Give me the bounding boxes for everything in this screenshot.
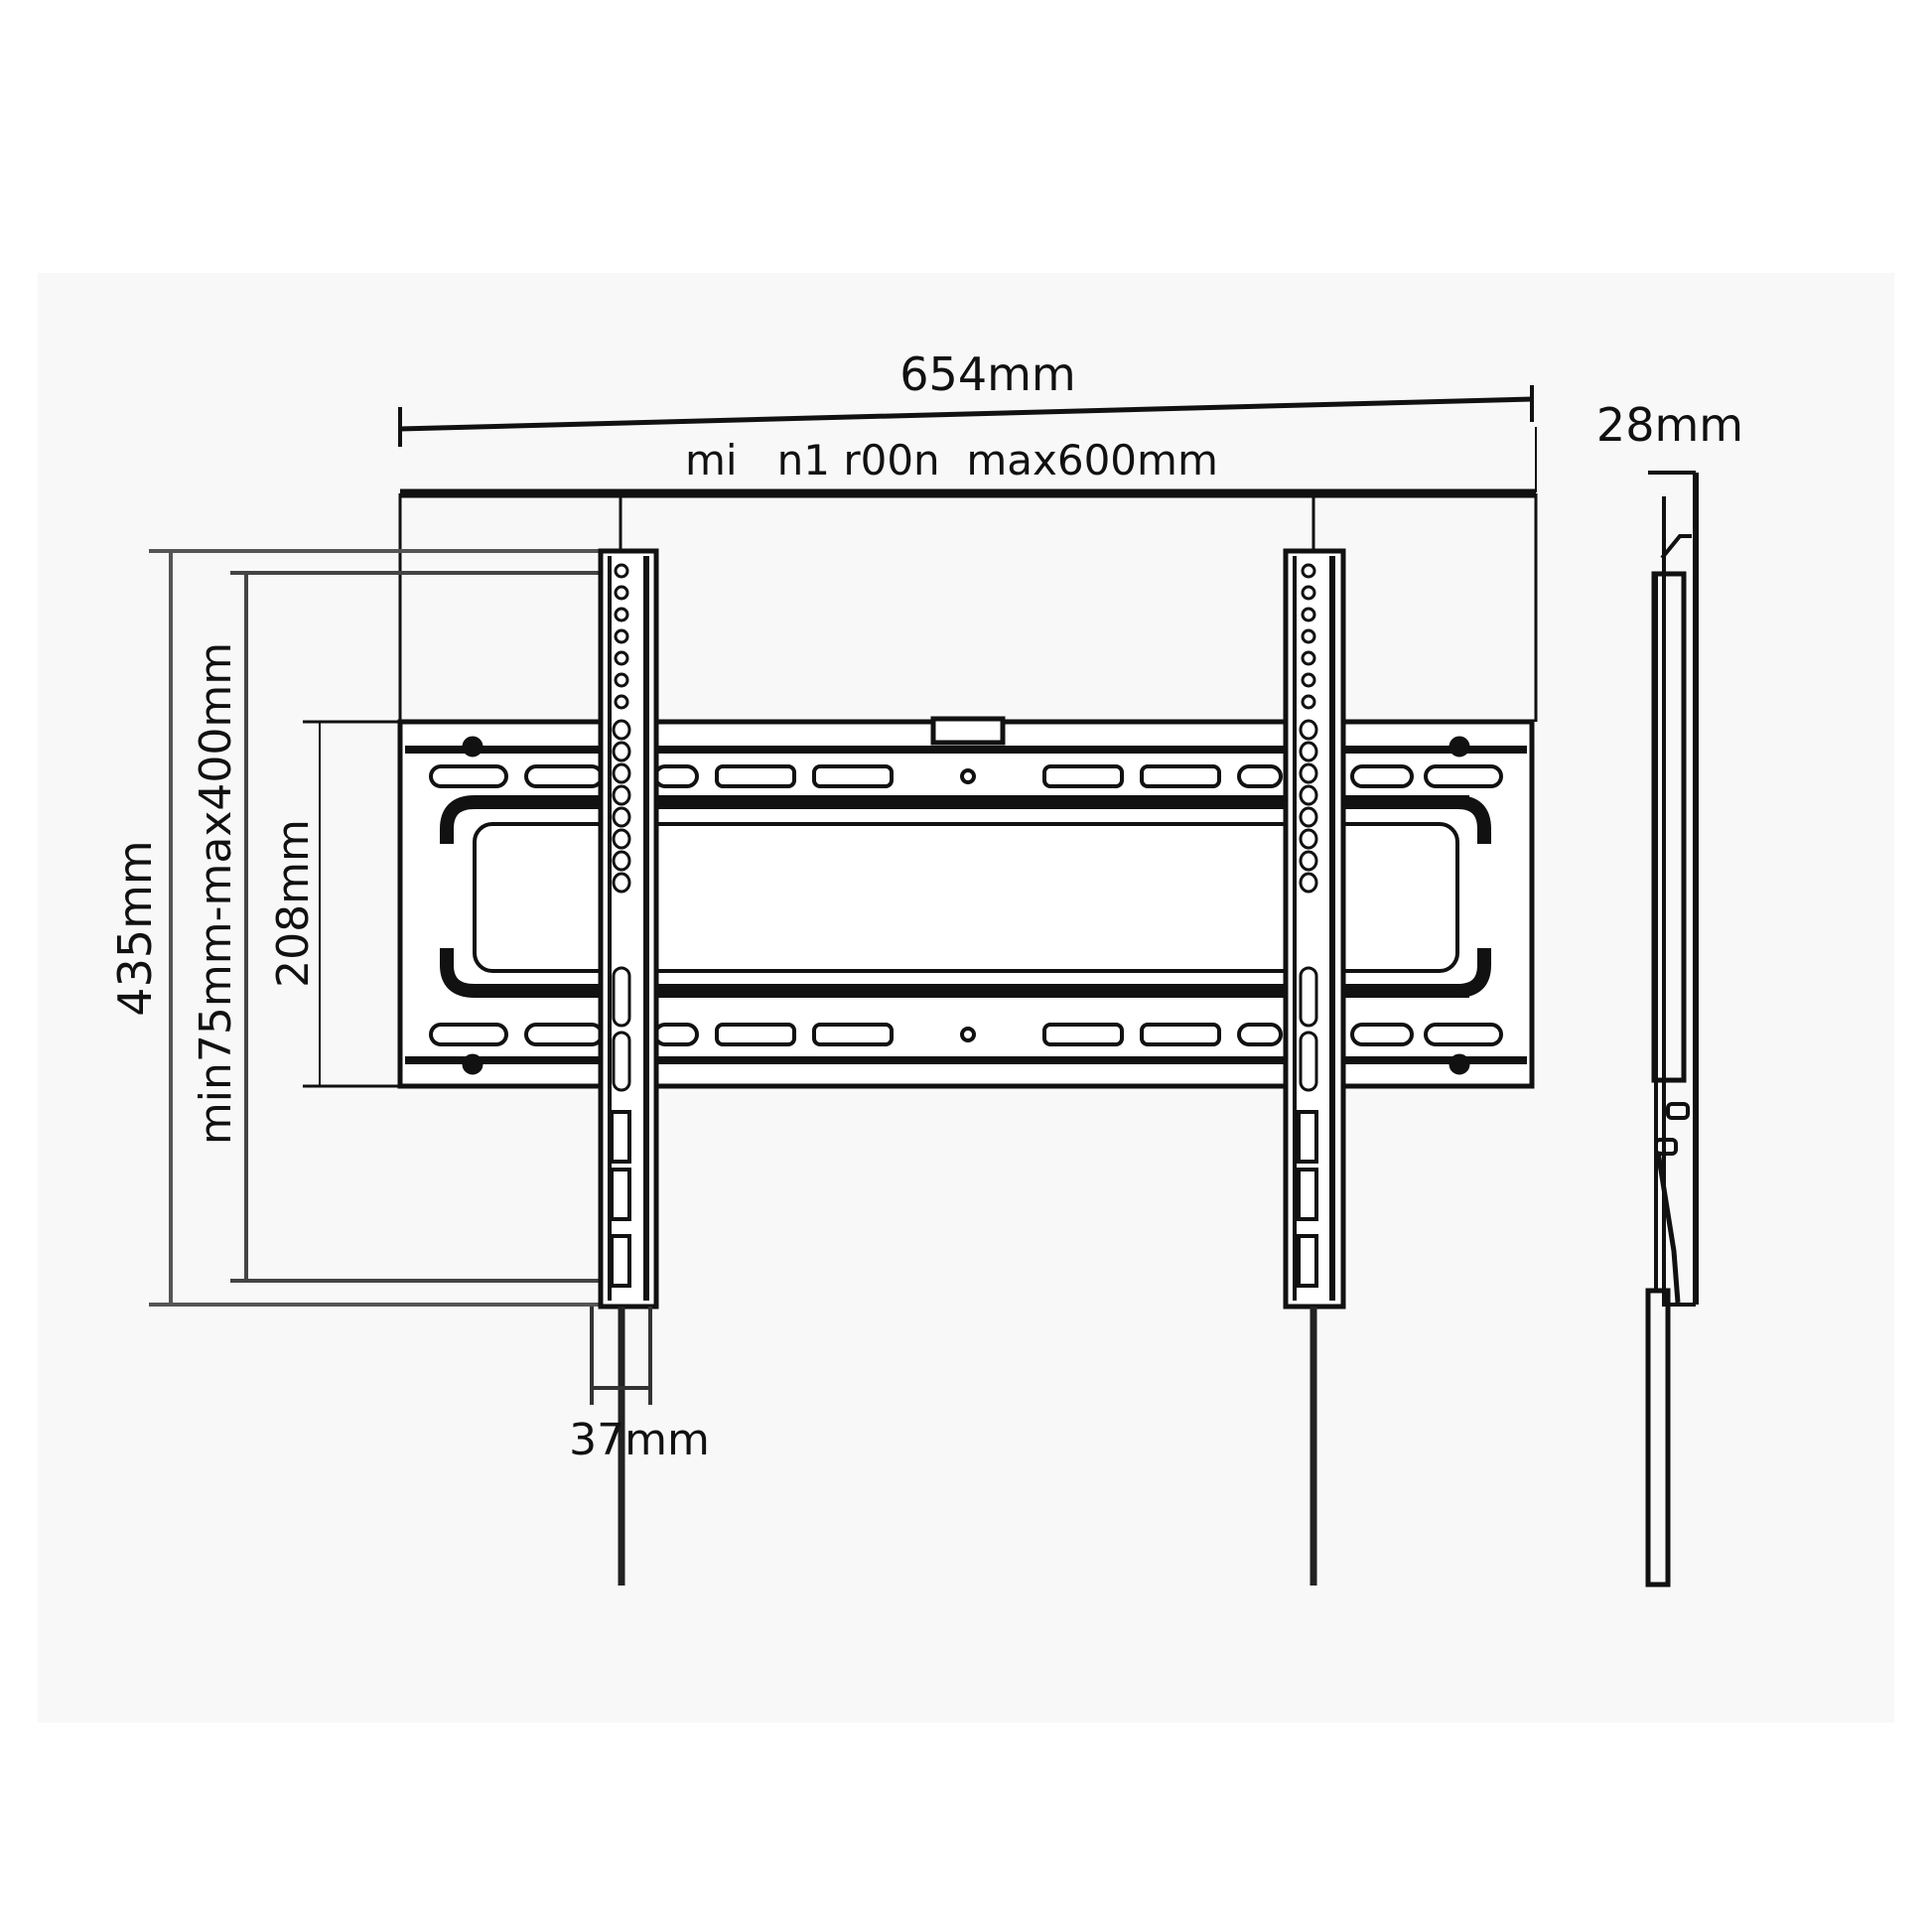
vesa-horizontal-dimension xyxy=(398,488,1538,722)
overall-height-dimension xyxy=(149,549,611,1307)
overall-width-label: 654mm xyxy=(899,347,1075,401)
depth-label: 28mm xyxy=(1596,398,1743,452)
overall-width-dimension xyxy=(398,385,1537,492)
right-tv-bracket xyxy=(1283,548,1346,1310)
side-view xyxy=(1645,471,1699,1587)
vesa-horizontal-label: mi n1 r00n max600mm xyxy=(685,436,1218,484)
plate-height-dimension xyxy=(303,720,400,1088)
bracket-width-dimension xyxy=(590,1307,652,1405)
bracket-width-label: 37mm xyxy=(569,1415,710,1465)
overall-height-label: 435mm xyxy=(108,840,162,1016)
wall-plate xyxy=(397,716,1535,1089)
left-tv-bracket xyxy=(598,548,659,1310)
vesa-vertical-dimension xyxy=(230,571,611,1283)
plate-height-label: 208mm xyxy=(268,819,319,988)
vesa-vertical-label: min75mm-max400mm xyxy=(191,642,241,1145)
safety-cords xyxy=(618,1307,1317,1586)
